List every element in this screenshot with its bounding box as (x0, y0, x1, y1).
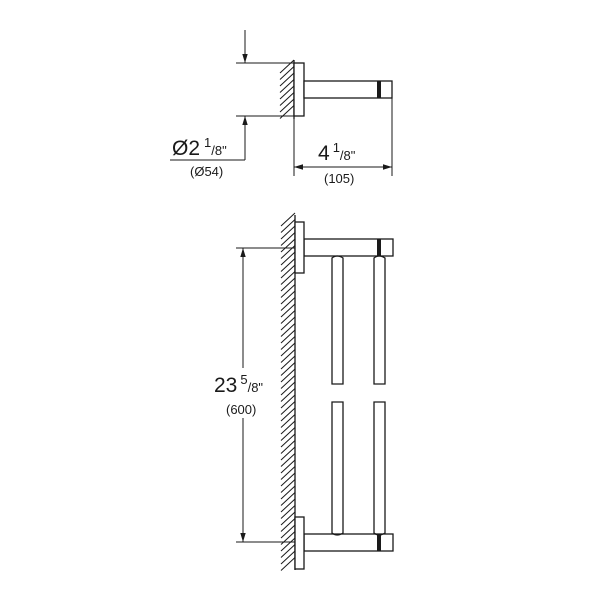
hatch-line (280, 375, 296, 389)
bar-segment (373, 401, 386, 536)
bar-segment (331, 401, 344, 536)
hatch-line (280, 355, 296, 370)
hatch-line (279, 105, 295, 119)
hatch-line (280, 368, 296, 383)
hatch-line (280, 498, 296, 513)
hatch-line (280, 557, 296, 571)
hatch-line (280, 219, 296, 233)
hatch-line (280, 420, 296, 435)
hatch-line (280, 290, 296, 305)
hatch-line (279, 92, 295, 106)
top-flange (294, 221, 305, 274)
hatch-line (280, 271, 296, 285)
hatch-line (280, 492, 296, 506)
hatch-line (279, 72, 295, 87)
hatch-line (280, 316, 296, 331)
hatch-line (280, 251, 296, 266)
rod (303, 80, 393, 99)
hatch-line (280, 427, 296, 441)
hatch-line (280, 524, 296, 539)
hatch-line (280, 349, 296, 363)
wall-hatch (279, 59, 295, 119)
hatch-line (280, 531, 296, 545)
hatch-line (280, 212, 296, 227)
hatch-line (280, 518, 296, 532)
hatch-line (280, 323, 296, 337)
hatch-line (280, 511, 296, 526)
hatch-line (280, 329, 296, 344)
bar-segment (373, 255, 386, 385)
hatch-line (280, 238, 296, 253)
length-metric: (600) (226, 402, 256, 417)
hatch-line (280, 258, 296, 272)
hatch-line (280, 505, 296, 519)
hatch-line (280, 466, 296, 480)
rod-ring (377, 534, 381, 551)
hatch-line (280, 550, 296, 565)
hatch-line (280, 232, 296, 246)
hatch-line (280, 297, 296, 311)
hatch-line (279, 59, 295, 74)
bottom-flange (294, 516, 305, 570)
rod-ring (377, 81, 381, 98)
hatch-line (280, 459, 296, 474)
hatch-line (280, 414, 296, 428)
hatch-line (280, 264, 296, 279)
hatch-line (280, 453, 296, 467)
hatch-line (280, 362, 296, 376)
hatch-line (280, 394, 296, 409)
rod-ring (377, 239, 381, 256)
hatch-line (280, 388, 296, 402)
hatch-line (280, 342, 296, 357)
hatch-line (280, 245, 296, 259)
hatch-line (280, 225, 296, 240)
flange (293, 62, 305, 117)
hatch-line (279, 66, 295, 80)
hatch-line (280, 303, 296, 318)
hatch-line (280, 401, 296, 415)
diameter-metric: (Ø54) (190, 164, 223, 179)
hatch-line (280, 310, 296, 324)
hatch-line (280, 381, 296, 396)
hatch-line (280, 277, 296, 292)
hatch-line (280, 472, 296, 487)
hatch-line (279, 79, 295, 93)
hatch-line (280, 479, 296, 493)
wall-hatch (280, 212, 296, 571)
hatch-line (280, 485, 296, 500)
hatch-line (280, 537, 296, 552)
hatch-line (280, 284, 296, 298)
hatch-line (280, 446, 296, 461)
hatch-line (280, 433, 296, 448)
bar-segment (331, 255, 344, 385)
hatch-line (280, 544, 296, 558)
hatch-line (280, 407, 296, 422)
depth-metric: (105) (324, 171, 354, 186)
hatch-line (280, 440, 296, 454)
hatch-line (279, 85, 295, 100)
hatch-line (280, 336, 296, 350)
hatch-line (279, 98, 295, 113)
